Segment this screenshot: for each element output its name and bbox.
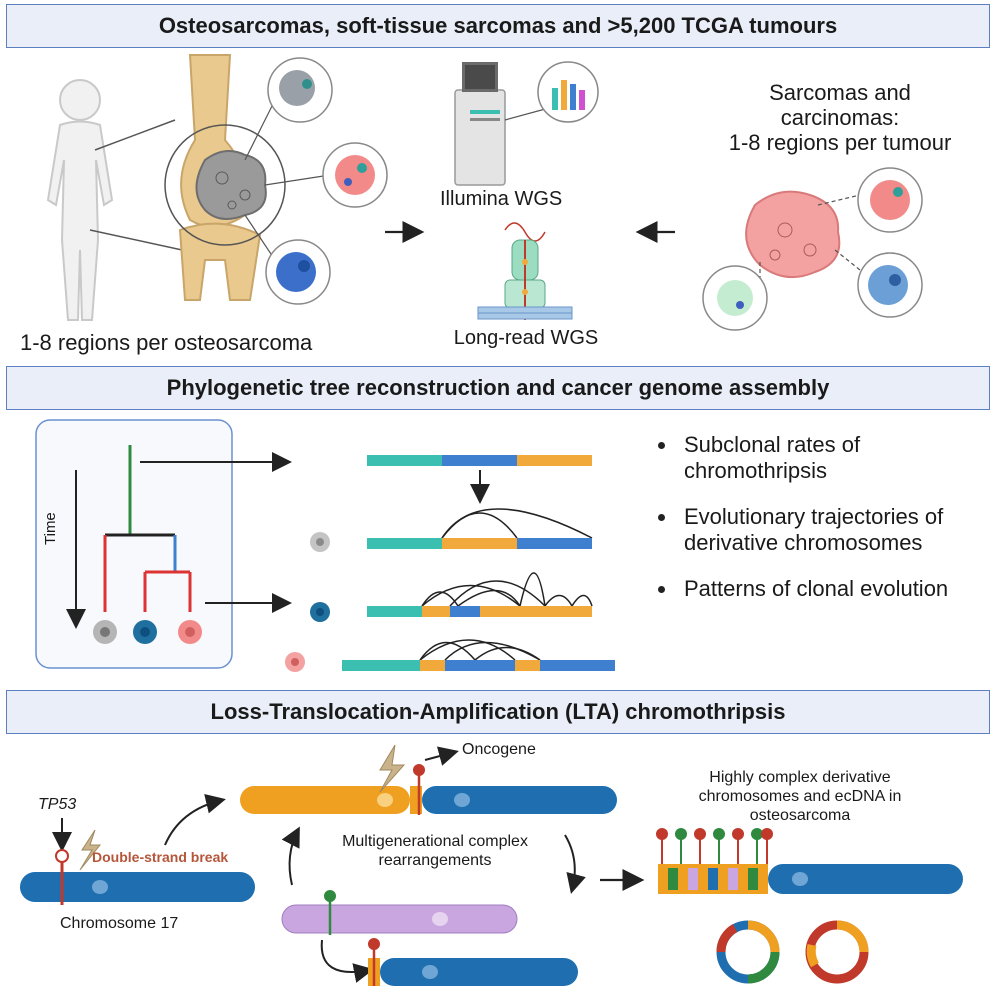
time-label: Time — [42, 512, 59, 545]
sarcomas-line-1: Sarcomas and — [769, 80, 911, 105]
chr17-label: Chromosome 17 — [60, 915, 179, 932]
sv-arc — [441, 508, 593, 539]
complex-label: Highly complex derivative chromosomes an… — [650, 768, 950, 825]
region-sample-1-icon — [267, 57, 333, 123]
section-banner-middle: Phylogenetic tree reconstruction and can… — [6, 366, 990, 410]
sarcomas-line-2: carcinomas: — [780, 105, 900, 130]
complex-line-3: osteosarcoma — [749, 807, 851, 824]
human-figure-icon — [46, 79, 114, 321]
purple-chromosome — [281, 890, 518, 935]
multigen-label: Multigenerational complex rearrangements — [310, 832, 560, 870]
tumour-region-2-icon — [857, 252, 923, 318]
derivative-chromosome-top — [240, 764, 617, 815]
chromosome-17 — [20, 849, 255, 905]
sarcomas-label: Sarcomas and carcinomas: 1-8 regions per… — [690, 80, 990, 155]
genome-bar-1 — [367, 455, 592, 466]
complex-line-1: Highly complex derivative — [709, 769, 891, 786]
tumour-region-1-icon — [857, 167, 923, 233]
bone-tumour-icon — [195, 150, 267, 220]
phylogenetic-tree — [103, 445, 192, 612]
genome-bar-3 — [367, 572, 593, 617]
section-banner-bottom: Loss-Translocation-Amplification (LTA) c… — [6, 690, 990, 734]
lower-derivative-chromosome — [368, 938, 578, 986]
genome-bar-2 — [367, 508, 593, 549]
complex-line-2: chromosomes and ecDNA in — [698, 788, 902, 805]
nanopore-icon — [477, 222, 573, 320]
illumina-sequencer-icon — [454, 62, 506, 186]
ecdna-ring-1 — [716, 920, 780, 984]
longread-label: Long-read WGS — [453, 327, 599, 349]
sarcoma-tumour-icon — [745, 190, 841, 279]
multigen-line-1: Multigenerational complex — [342, 833, 528, 850]
tumour-region-3-icon — [702, 265, 768, 331]
sequencing-output-icon — [537, 61, 599, 123]
phylo-tree-box — [35, 419, 233, 669]
oncogene-label: Oncogene — [462, 741, 536, 758]
ecdna-ring-2 — [805, 920, 869, 984]
osteo-regions-label: 1-8 regions per osteosarcoma — [20, 330, 313, 355]
genome-bar-4 — [342, 639, 615, 671]
finding-item: Patterns of clonal evolution — [652, 576, 997, 602]
section-banner-top: Osteosarcomas, soft-tissue sarcomas and … — [6, 4, 990, 48]
complex-derivative-chromosome — [656, 828, 963, 894]
zoom-circle — [164, 124, 286, 246]
finding-item: Evolutionary trajectories of derivative … — [652, 504, 997, 556]
tp53-label: TP53 — [38, 796, 77, 813]
oncogene-arrow — [424, 746, 459, 766]
lightning-icon — [79, 829, 102, 871]
region-sample-2-icon — [322, 142, 388, 208]
dsb-label: Double-strand break — [92, 849, 229, 865]
illumina-label: Illumina WGS — [440, 188, 563, 210]
findings-list: Subclonal rates of chromothripsis Evolut… — [652, 432, 997, 622]
multigen-line-2: rearrangements — [378, 852, 492, 869]
region-sample-3-icon — [265, 239, 331, 305]
finding-item: Subclonal rates of chromothripsis — [652, 432, 997, 484]
lightning-icon-2 — [379, 744, 406, 793]
sarcomas-line-3: 1-8 regions per tumour — [728, 130, 952, 155]
